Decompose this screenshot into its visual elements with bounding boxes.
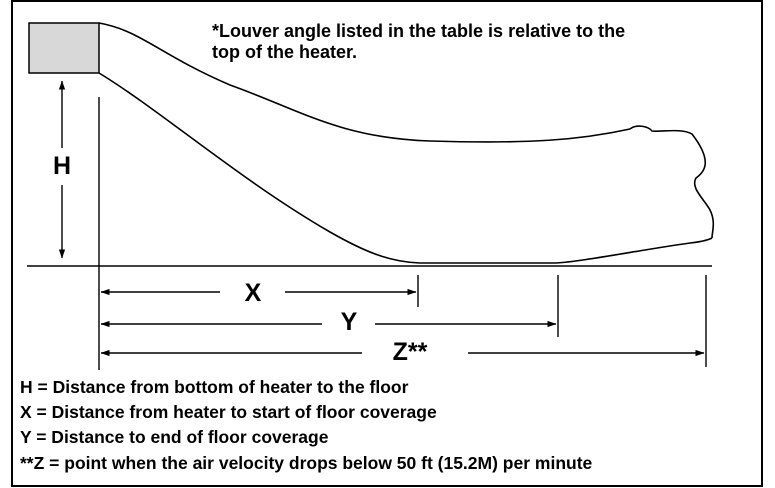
air-plume-lower-edge bbox=[98, 72, 713, 264]
air-plume-upper-edge bbox=[98, 22, 631, 143]
diagram-frame bbox=[11, 0, 763, 487]
x-label: X bbox=[245, 279, 262, 307]
h-label: H bbox=[53, 152, 71, 180]
y-label: Y bbox=[341, 308, 358, 336]
legend-h: H = Distance from bottom of heater to th… bbox=[20, 377, 409, 397]
legend-z: **Z = point when the air velocity drops … bbox=[20, 453, 593, 473]
louver-note-line-1: *Louver angle listed in the table is rel… bbox=[212, 21, 625, 41]
z-label: Z** bbox=[393, 338, 428, 366]
legend-x: X = Distance from heater to start of flo… bbox=[20, 402, 437, 422]
air-plume-end bbox=[629, 125, 715, 239]
legend-y: Y = Distance to end of floor coverage bbox=[20, 427, 329, 447]
heater-box bbox=[28, 22, 100, 74]
louver-note-line-2: top of the heater. bbox=[212, 42, 357, 62]
